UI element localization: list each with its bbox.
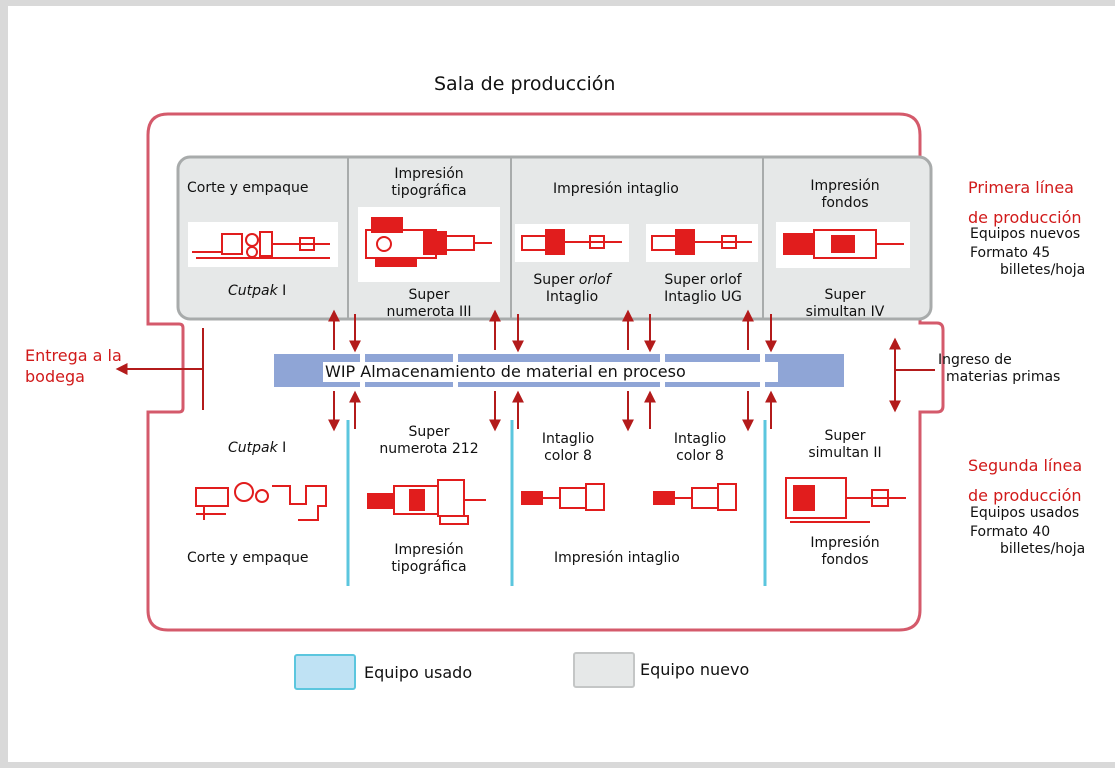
machine-line: Intaglio — [673, 431, 727, 447]
machine-name-italic: Cutpak — [228, 283, 278, 299]
footer-line: fondos — [821, 552, 869, 568]
machine-orlof-intaglio-drawing — [515, 224, 629, 262]
footer-line: tipográfica — [391, 559, 467, 575]
format-line: Formato 45 — [970, 245, 1051, 261]
section-footer-impresion-fondos: Impresión fondos — [772, 535, 918, 569]
header-line: fondos — [821, 195, 869, 211]
machine-intaglio-color8-a-drawing — [521, 483, 605, 511]
first-line-title-line: Primera línea — [968, 178, 1074, 197]
format-line: Formato 40 — [970, 524, 1051, 540]
delivery-label-line: bodega — [25, 367, 85, 386]
machine-line: numerota 212 — [379, 441, 479, 457]
second-line-title-line: Segunda línea — [968, 456, 1083, 475]
section-header-impresion-tipografica: Impresión tipográfica — [358, 166, 500, 200]
machine-name-suffix: I — [277, 440, 287, 456]
diagram-title: Sala de producción — [434, 73, 616, 95]
machine-line: color 8 — [676, 448, 724, 464]
machine-name-simultan-ii: Super simultan II — [772, 428, 918, 462]
first-line-title: Primera línea de producción — [968, 173, 1082, 233]
machine-name-numerota-iii: Super numerota III — [358, 287, 500, 321]
delivery-label: Entrega a la bodega — [25, 345, 122, 387]
second-line-equipment: Equipos usados — [970, 505, 1080, 521]
machine-name-intaglio-color8-a: Intaglio color 8 — [520, 431, 616, 465]
room-outline — [146, 112, 945, 632]
machine-name-orlof-intaglio-ug: Super orlof Intaglio UG — [646, 272, 760, 306]
wip-label: WIP Almacenamiento de material en proces… — [325, 362, 686, 381]
machine-name-cutpak-used: Cutpak I — [228, 440, 286, 457]
machine-name-simultan-iv: Super simultan IV — [772, 287, 918, 321]
frame-border-left — [0, 0, 8, 768]
header-line: Impresión — [394, 166, 464, 182]
section-footer-corte-empaque: Corte y empaque — [187, 550, 309, 566]
section-header-impresion-intaglio: Impresión intaglio — [553, 181, 679, 197]
footer-line: Impresión — [394, 542, 464, 558]
second-line-title: Segunda línea de producción — [968, 451, 1082, 511]
wip-label-bg — [323, 362, 778, 382]
frame-border-bottom — [0, 762, 1115, 768]
intake-label: Ingreso de materias primas — [938, 352, 1060, 386]
machine-orlof-intaglio-ug-drawing — [646, 224, 758, 262]
legend-used-swatch — [294, 654, 356, 690]
machine-numerota-212-drawing — [367, 479, 486, 525]
section-header-impresion-fondos: Impresión fondos — [772, 178, 918, 212]
machine-line-italic: orlof — [578, 272, 611, 288]
machine-line: Super — [408, 424, 450, 440]
machine-line: simultan IV — [805, 304, 885, 320]
machine-simultan-ii-drawing — [785, 477, 906, 523]
machine-name-italic: Cutpak — [228, 440, 278, 456]
machine-name-orlof-intaglio: Super orlof Intaglio — [516, 272, 628, 306]
machine-name-cutpak-new: Cutpak I — [228, 283, 286, 300]
machine-name-numerota-212: Super numerota 212 — [358, 424, 500, 458]
footer-line: Impresión — [810, 535, 880, 551]
machine-line: Intaglio UG — [664, 289, 742, 305]
machine-line: Super — [824, 287, 866, 303]
machine-cutpak-used-drawing — [195, 482, 327, 521]
machine-line: numerota III — [386, 304, 472, 320]
frame-border-top — [0, 0, 1115, 6]
second-line-format: Formato 40 billetes/hoja — [970, 524, 1085, 558]
machine-name-intaglio-color8-b: Intaglio color 8 — [652, 431, 748, 465]
section-footer-impresion-intaglio: Impresión intaglio — [554, 550, 680, 566]
second-line-title-line: de producción — [968, 486, 1082, 505]
format-line: billetes/hoja — [1000, 541, 1086, 557]
machine-line: Intaglio — [545, 289, 599, 305]
legend-used-label: Equipo usado — [364, 663, 473, 682]
machine-line: simultan II — [808, 445, 882, 461]
machine-line: Super — [824, 428, 866, 444]
machine-line: Intaglio — [541, 431, 595, 447]
first-line-title-line: de producción — [968, 208, 1082, 227]
first-line-format: Formato 45 billetes/hoja — [970, 245, 1085, 279]
machine-line: Super orlof — [516, 272, 628, 289]
section-footer-impresion-tipografica: Impresión tipográfica — [358, 542, 500, 576]
intake-label-line: materias primas — [946, 369, 1061, 385]
legend-new-label: Equipo nuevo — [640, 660, 750, 679]
machine-numerota-iii-drawing — [358, 207, 500, 282]
machine-line: Super orlof — [664, 272, 742, 288]
header-line: Impresión — [810, 178, 880, 194]
header-line: tipográfica — [391, 183, 467, 199]
section-header-corte-empaque: Corte y empaque — [187, 180, 309, 196]
machine-name-suffix: I — [277, 283, 287, 299]
machine-simultan-iv-drawing — [776, 222, 910, 268]
machine-cutpak-new-drawing — [188, 222, 338, 267]
machine-line: color 8 — [544, 448, 592, 464]
machine-intaglio-color8-b-drawing — [653, 483, 737, 511]
first-line-equipment: Equipos nuevos — [970, 226, 1081, 242]
legend-new-swatch — [573, 652, 635, 688]
machine-line-text: Super — [533, 272, 579, 288]
delivery-label-line: Entrega a la — [25, 346, 122, 365]
format-line: billetes/hoja — [1000, 262, 1086, 278]
machine-line: Super — [408, 287, 450, 303]
intake-label-line: Ingreso de — [938, 352, 1012, 368]
